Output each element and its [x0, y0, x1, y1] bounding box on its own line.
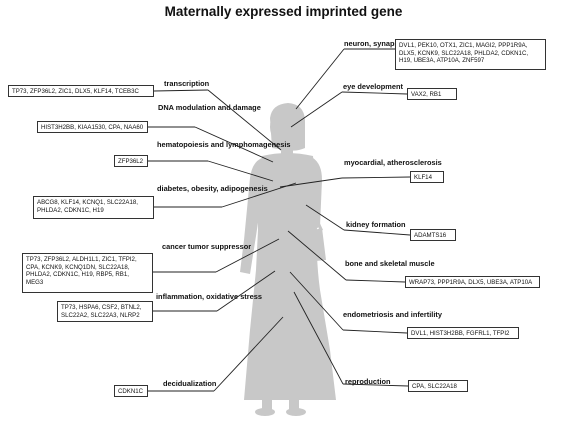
category-reproduction: reproduction: [345, 377, 391, 386]
gene-list-line: KLF14: [414, 174, 432, 181]
category-label-line: adipogenesis: [220, 184, 268, 193]
category-diabetes: diabetes, obesity, adipogenesis: [157, 184, 268, 193]
category-label-line: atherosclerosis: [387, 158, 442, 167]
category-neuron-synapse: neuron, synapse: [344, 39, 403, 48]
gene-box-diabetes: ABCG8, KLF14, KCNQ1, SLC22A18, PHLDA2, C…: [33, 196, 154, 219]
gene-list-line: PHLDA2, CDKN1C, H19, RBP5, RB1,: [26, 271, 129, 279]
connector-endometriosis: [289, 271, 344, 331]
connector-reproduction-box: [342, 383, 409, 387]
connector-bone-box: [345, 279, 406, 283]
category-label-line: cancer tumor: [162, 242, 209, 251]
connector-endometriosis-box: [342, 329, 408, 334]
gene-box-reproduction: CPA, SLC22A18: [408, 380, 468, 392]
gene-list-line: WRAP73, PPP1R9A, DLX5, UBE3A, ATP10A: [409, 279, 533, 286]
gene-list-line: H19, UBE3A, ATP10A, ZNF597: [399, 57, 485, 65]
category-myocardial: myocardial, atherosclerosis: [344, 158, 442, 167]
connector-hematopoiesis: [207, 160, 274, 182]
category-label-line: endometriosis and: [343, 310, 409, 319]
gene-box-inflammation: TP73, HSPA6, CSF2, BTNL2, SLC22A2, SLC22…: [57, 301, 153, 322]
category-cancer: cancer tumor suppressor: [162, 242, 251, 251]
gene-box-decidualization: CDKN1C: [114, 385, 148, 397]
connector-myocardial: [279, 177, 343, 188]
gene-list-line: DVL1, PEK10, OTX1, ZIC1, MAGI2, PPP1R9A,: [399, 42, 528, 49]
category-label-line: eye development: [343, 82, 403, 91]
connector-transcription-box: [153, 89, 209, 92]
category-eye-development: eye development: [343, 82, 403, 91]
category-label-line: lymphomagenesis: [226, 140, 291, 149]
gene-box-eye-development: VAX2, RB1: [407, 88, 457, 100]
gene-list-line: SLC22A2, SLC22A3, NLRP2: [61, 311, 140, 319]
category-label-line: inflammation,: [156, 292, 205, 301]
gene-box-bone: WRAP73, PPP1R9A, DLX5, UBE3A, ATP10A: [405, 276, 540, 288]
connector-kidney: [305, 204, 345, 231]
gene-list-line: TP73, ZFP36L2, ZIC1, DLX5, KLF14, TCEB3C: [12, 88, 139, 95]
connector-diabetes: [221, 182, 297, 208]
connector-inflammation: [216, 270, 276, 312]
connector-bone: [287, 230, 347, 281]
category-decidualization: decidualization: [163, 379, 216, 388]
gene-list-line: DVL1, HIST3H2BB, FGFRL1, TFPI2: [411, 330, 510, 337]
category-label-line: and damage: [217, 103, 261, 112]
connector-dna-modulation: [194, 126, 274, 163]
connector-decidualization: [213, 316, 284, 392]
connector-neuron-synapse: [295, 48, 345, 110]
category-label-line: reproduction: [345, 377, 391, 386]
category-transcription: transcription: [164, 79, 209, 88]
gene-list-line: ZFP36L2: [118, 158, 144, 165]
connector-myocardial-box: [341, 176, 411, 179]
category-label-line: kidney formation: [346, 220, 406, 229]
category-hematopoiesis: hematopoiesis and lymphomagenesis: [157, 140, 291, 149]
gene-list-line: CPA, KCNK9, KCNQ1DN, SLC22A18,: [26, 263, 130, 271]
gene-box-hematopoiesis: ZFP36L2: [114, 155, 148, 167]
category-dna-modulation: DNA modulation and damage: [158, 103, 261, 112]
connector-eye-development-box: [341, 91, 408, 95]
category-label-line: infertility: [410, 310, 442, 319]
category-label-line: transcription: [164, 79, 210, 88]
category-label-line: decidualization: [163, 379, 217, 388]
gene-list-line: ABCG8, KLF14, KCNQ1, SLC22A18,: [37, 199, 138, 206]
gene-box-transcription: TP73, ZFP36L2, ZIC1, DLX5, KLF14, TCEB3C: [8, 85, 154, 97]
category-kidney: kidney formation: [346, 220, 406, 229]
gene-box-kidney: ADAMTS16: [410, 229, 456, 241]
connector-transcription: [207, 89, 282, 151]
connector-cancer: [215, 238, 280, 273]
category-label-line: skeletal muscle: [379, 259, 435, 268]
gene-list-line: CPA, SLC22A18: [412, 383, 457, 390]
gene-box-endometriosis: DVL1, HIST3H2BB, FGFRL1, TFPI2: [407, 327, 519, 339]
gene-list-line: ADAMTS16: [414, 232, 447, 239]
gene-list-line: TP73, HSPA6, CSF2, BTNL2,: [61, 304, 142, 311]
gene-list-line: VAX2, RB1: [411, 91, 442, 98]
category-label-line: suppressor: [210, 242, 252, 251]
gene-list-line: TP73, ZFP36L2, ALDH1L1, ZIC1, TFPI2,: [26, 256, 137, 263]
category-label-line: hematopoiesis and: [157, 140, 224, 149]
gene-box-cancer: TP73, ZFP36L2, ALDH1L1, ZIC1, TFPI2, CPA…: [22, 253, 153, 293]
category-endometriosis: endometriosis and infertility: [343, 310, 442, 319]
category-bone: bone and skeletal muscle: [345, 259, 435, 268]
gene-list-line: CDKN1C: [118, 388, 144, 395]
connector-kidney-box: [343, 229, 411, 236]
gene-list-line: PHLDA2, CDKN1C, H19: [37, 206, 104, 214]
category-label-line: diabetes, obesity,: [157, 184, 219, 193]
connector-eye-development: [290, 91, 343, 128]
gene-list-line: MEG3: [26, 278, 44, 286]
gene-box-myocardial: KLF14: [410, 171, 444, 183]
category-label-line: neuron, synapse: [344, 39, 403, 48]
gene-box-neuron-synapse: DVL1, PEK10, OTX1, ZIC1, MAGI2, PPP1R9A,…: [395, 39, 546, 70]
gene-box-dna-modulation: HIST3H2BB, KIAA1530, CPA, NAA60: [37, 121, 148, 133]
category-inflammation: inflammation, oxidative stress: [156, 292, 262, 301]
gene-list-line: DLX5, KCNK9, SLC22A18, PHLDA2, CDKN1C,: [399, 49, 529, 57]
category-label-line: DNA modulation: [158, 103, 216, 112]
category-label-line: oxidative stress: [206, 292, 262, 301]
gene-list-line: HIST3H2BB, KIAA1530, CPA, NAA60: [41, 124, 144, 131]
category-label-line: myocardial,: [344, 158, 386, 167]
diagram-title: Maternally expressed imprinted gene: [164, 4, 403, 19]
category-label-line: bone and: [345, 259, 378, 268]
connector-reproduction: [293, 291, 344, 385]
